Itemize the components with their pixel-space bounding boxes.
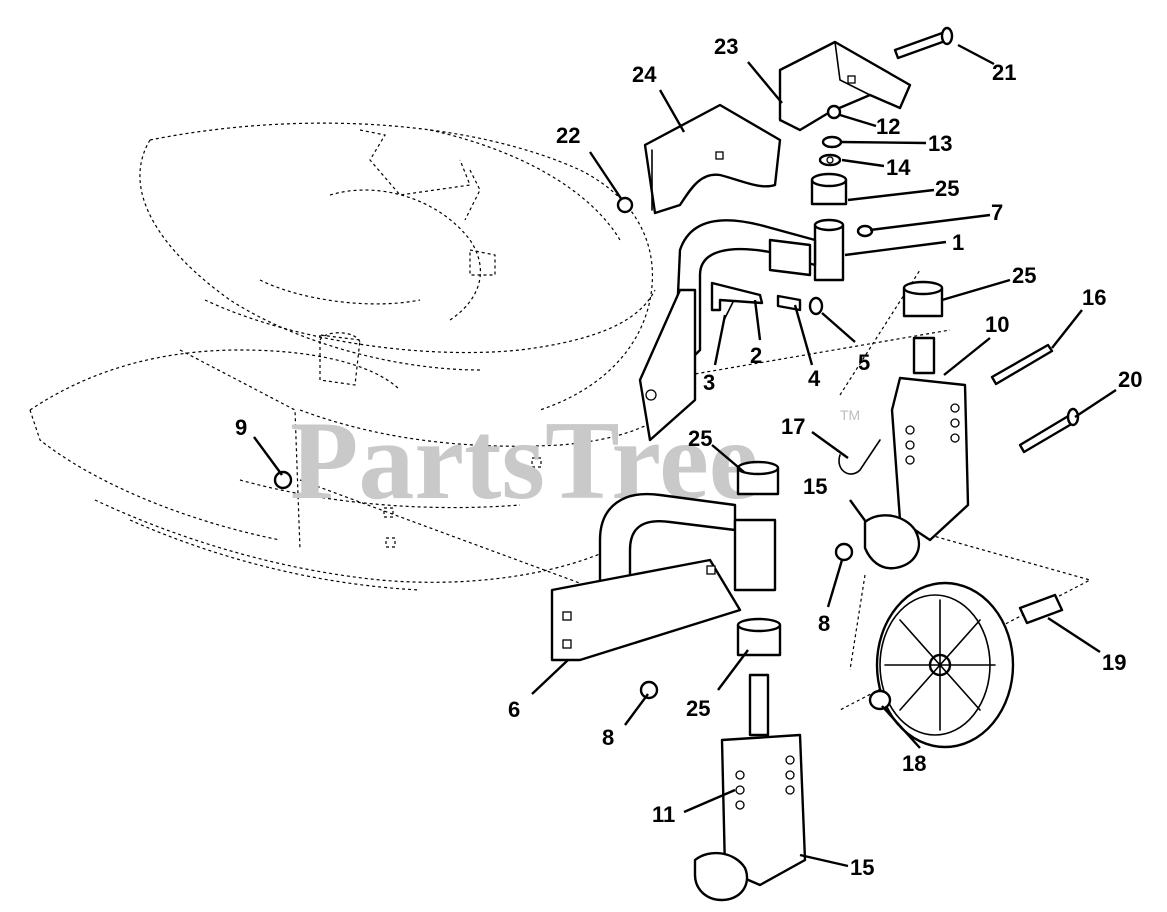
callout-22: 22 <box>556 123 580 148</box>
part-2-5-pin-spring <box>710 281 824 321</box>
watermark-tm: TM <box>840 407 860 423</box>
callout-8-left: 8 <box>602 725 614 750</box>
callout-12: 12 <box>876 114 900 139</box>
part-10-caster-fork <box>863 336 970 570</box>
part-wheel <box>868 581 1064 749</box>
part-24-shield <box>643 103 782 215</box>
part-6-front-handle <box>550 492 777 662</box>
callout-16: 16 <box>1082 285 1106 310</box>
callout-21: 21 <box>992 60 1016 85</box>
callout-24: 24 <box>632 62 657 87</box>
callout-10: 10 <box>985 312 1009 337</box>
callout-11: 11 <box>652 802 675 827</box>
callout-7: 7 <box>991 200 1003 225</box>
callout-4: 4 <box>808 366 821 391</box>
callout-25-mid: 25 <box>688 426 712 451</box>
part-11-caster-fork <box>693 673 807 902</box>
callout-3: 3 <box>703 370 715 395</box>
callout-14: 14 <box>886 155 911 180</box>
leader-lines <box>253 43 1117 868</box>
part-12-14-hardware <box>818 104 843 167</box>
callout-17: 17 <box>781 414 805 439</box>
part-25-1-spacers <box>810 172 874 282</box>
callout-20: 20 <box>1118 367 1142 392</box>
part-23-bracket <box>778 40 912 132</box>
part-21-bolt <box>893 26 954 60</box>
callout-18: 18 <box>902 751 926 776</box>
callout-15-lower: 15 <box>850 855 874 880</box>
callout-8-right: 8 <box>818 611 830 636</box>
callout-1: 1 <box>952 230 964 255</box>
part-25-spacer-right <box>902 280 944 318</box>
callout-2: 2 <box>750 343 762 368</box>
callout-9: 9 <box>235 415 247 440</box>
part-rear-handle <box>638 219 817 442</box>
callout-15-upper: 15 <box>803 474 827 499</box>
callout-25-right: 25 <box>1012 263 1036 288</box>
callout-5: 5 <box>858 350 870 375</box>
watermark: PartsTree TM <box>290 399 860 523</box>
callout-25-bottom: 25 <box>686 696 710 721</box>
callout-labels: 1 2 3 4 5 6 7 8 8 9 10 11 12 13 14 15 15… <box>235 34 1142 880</box>
part-16-20-bolts <box>990 343 1080 454</box>
callout-25-top: 25 <box>935 176 959 201</box>
part-25-spacers-front <box>736 460 782 657</box>
part-nuts <box>273 196 854 700</box>
part-17-hairpin <box>838 439 881 475</box>
callout-6: 6 <box>508 697 520 722</box>
callout-19: 19 <box>1102 650 1126 675</box>
callout-13: 13 <box>928 131 952 156</box>
callout-23: 23 <box>714 34 738 59</box>
